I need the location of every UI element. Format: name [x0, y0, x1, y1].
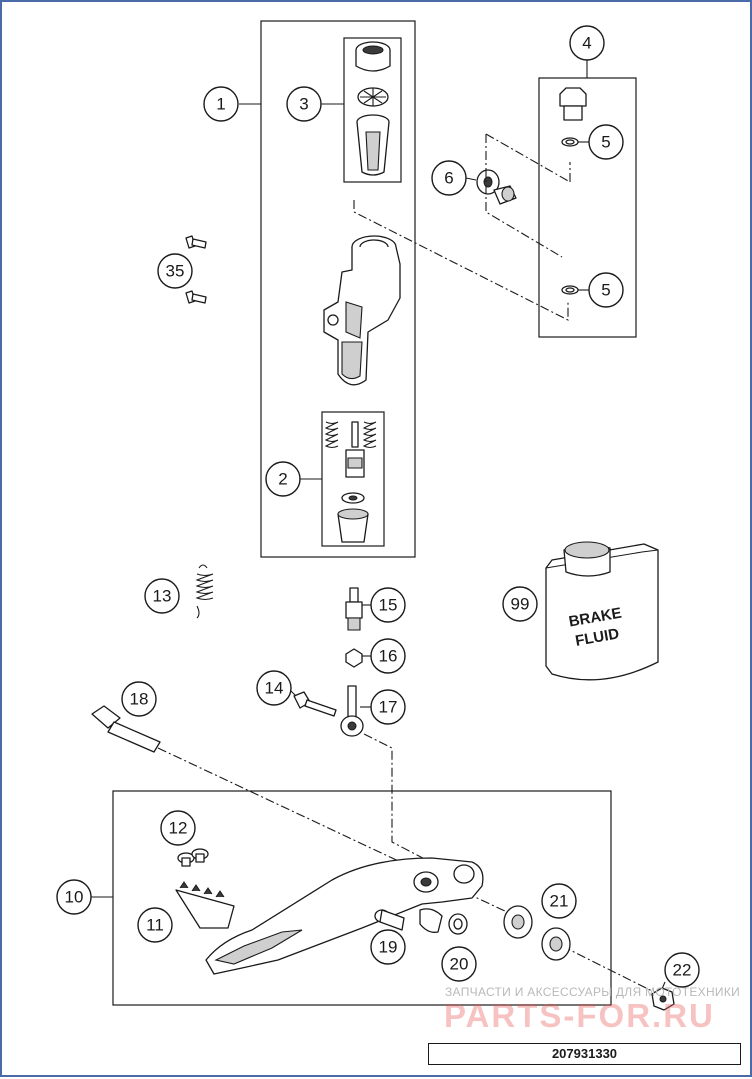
callout-11: 11	[137, 907, 173, 943]
callout-15: 15	[370, 587, 406, 623]
svg-text:15: 15	[379, 596, 398, 615]
hex-bolt-clevis	[293, 691, 337, 717]
master-cylinder-body	[323, 235, 401, 386]
svg-text:11: 11	[146, 916, 164, 935]
return-spring	[195, 564, 214, 619]
svg-text:17: 17	[379, 698, 398, 717]
piston-kit	[324, 421, 377, 543]
callout-5-lower: 5	[588, 272, 624, 308]
bearing-right	[541, 927, 571, 961]
callout-99: 99	[502, 586, 538, 622]
svg-text:14: 14	[265, 679, 284, 698]
pedal-tip	[175, 881, 235, 929]
svg-text:10: 10	[65, 888, 84, 907]
svg-text:21: 21	[550, 892, 569, 911]
brake-pedal	[205, 857, 484, 975]
washer	[448, 913, 468, 935]
callout-35: 35	[157, 253, 193, 289]
screw-lower	[185, 290, 207, 304]
svg-text:12: 12	[169, 819, 188, 838]
callout-6: 6	[431, 160, 467, 196]
svg-text:35: 35	[166, 262, 185, 281]
svg-text:18: 18	[130, 690, 149, 709]
brake-fluid-can: BRAKE FLUID	[545, 541, 659, 681]
callout-2: 2	[265, 461, 301, 497]
banjo-bolt	[559, 87, 587, 121]
svg-text:3: 3	[299, 95, 308, 114]
svg-text:19: 19	[379, 938, 398, 957]
pivot-bolt	[91, 705, 161, 753]
bushing	[374, 909, 405, 931]
sealing-washer-upper	[561, 137, 579, 147]
svg-text:22: 22	[673, 961, 692, 980]
reservoir-diaphragm	[357, 87, 389, 107]
hex-nut-small	[345, 648, 363, 668]
assembly-line	[353, 200, 569, 321]
assembly-line	[363, 733, 443, 869]
rivets	[177, 848, 209, 867]
callout-4: 4	[569, 25, 605, 61]
screw-upper	[185, 235, 207, 249]
assembly-line	[561, 945, 663, 997]
reservoir-cap	[355, 41, 391, 72]
callout-13: 13	[144, 578, 180, 614]
callout-3: 3	[286, 86, 322, 122]
watermark-logo: PARTS-FOR.RU	[444, 997, 715, 1034]
callout-12: 12	[160, 810, 196, 846]
callout-1: 1	[203, 86, 239, 122]
watermark-caption: ЗАПЧАСТИ И АКСЕССУАРЫ ДЛЯ МОТОТЕХНИКИ	[445, 985, 741, 999]
clevis-rod	[340, 685, 364, 737]
callout-21: 21	[541, 883, 577, 919]
svg-text:13: 13	[153, 587, 172, 606]
svg-text:2: 2	[278, 470, 287, 489]
leader-line	[465, 177, 477, 181]
svg-text:20: 20	[450, 955, 469, 974]
reservoir-body	[356, 114, 390, 176]
fork-head-pin	[345, 587, 363, 631]
svg-text:99: 99	[511, 595, 530, 614]
svg-text:5: 5	[601, 281, 610, 300]
svg-text:16: 16	[379, 647, 398, 666]
reservoir-subgroup-frame	[343, 37, 402, 183]
diagram-code: 207931330	[428, 1043, 741, 1065]
callout-17: 17	[370, 689, 406, 725]
callout-16: 16	[370, 638, 406, 674]
assembly-line	[485, 134, 563, 258]
bearing-left	[503, 905, 533, 939]
svg-text:6: 6	[444, 169, 453, 188]
svg-text:4: 4	[582, 34, 591, 53]
callout-20: 20	[441, 946, 477, 982]
sealing-washer-lower	[561, 285, 579, 295]
assembly-line	[485, 133, 571, 183]
leader-line	[661, 981, 666, 990]
callout-22: 22	[664, 952, 700, 988]
banjo-fitting	[476, 169, 517, 205]
brake-pedal-group-frame	[112, 790, 612, 1006]
svg-text:5: 5	[601, 133, 610, 152]
callout-10: 10	[56, 879, 92, 915]
callout-14: 14	[256, 670, 292, 706]
svg-text:1: 1	[216, 95, 225, 114]
callout-19: 19	[370, 929, 406, 965]
callout-5-upper: 5	[588, 124, 624, 160]
master-cylinder-group-frame	[260, 20, 416, 558]
callout-18: 18	[121, 681, 157, 717]
